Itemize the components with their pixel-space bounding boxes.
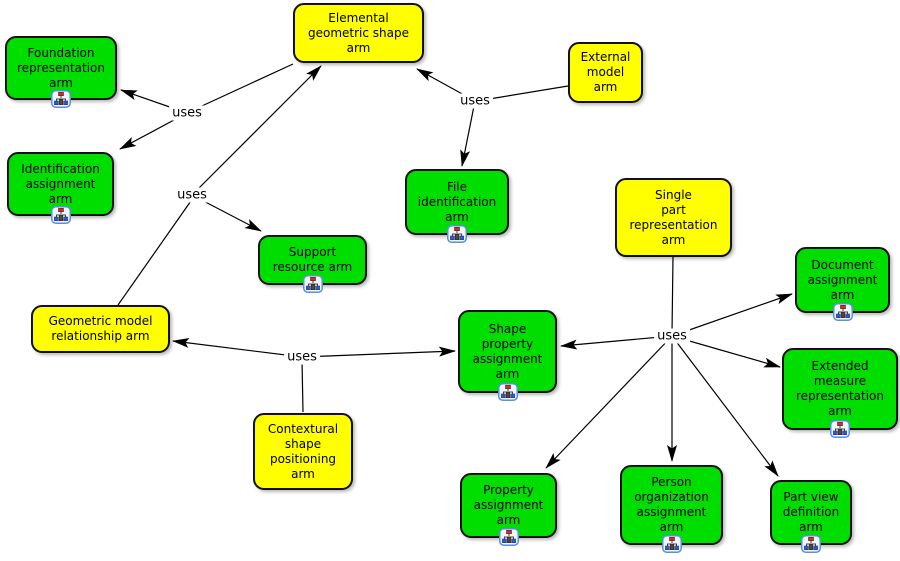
node-single-part-representation-arm[interactable]: Single part representation arm	[615, 178, 732, 257]
node-label: Extended measure representation arm	[795, 359, 884, 418]
node-label: Property assignment arm	[473, 483, 544, 527]
node-person-organization-assignment-arm[interactable]: Person organization assignment arm	[620, 465, 723, 553]
node-label: Shape property assignment arm	[472, 321, 543, 381]
node-label: Foundation representation arm	[16, 45, 105, 90]
node-extended-measure-representation-arm[interactable]: Extended measure representation arm	[782, 348, 898, 438]
org-chart-resource-icon[interactable]	[661, 535, 682, 553]
node-support-resource-arm[interactable]: Support resource arm	[258, 235, 367, 293]
node-shape-property-assignment-arm[interactable]: Shape property assignment arm	[458, 310, 557, 401]
org-chart-resource-icon[interactable]	[50, 206, 71, 224]
node-foundation-representation-arm[interactable]: Foundation representation arm	[5, 36, 117, 108]
node-part-view-definition-arm[interactable]: Part view definition arm	[770, 480, 852, 553]
link-label-uses-contextural[interactable]: uses	[284, 349, 320, 365]
node-label: Geometric model relationship arm	[48, 314, 153, 343]
org-chart-resource-icon[interactable]	[497, 383, 518, 401]
node-label: Support resource arm	[272, 245, 353, 274]
org-chart-resource-icon[interactable]	[51, 90, 71, 108]
node-elemental-geometric-shape-arm[interactable]: Elemental geometric shape arm	[293, 3, 424, 63]
org-chart-resource-icon[interactable]	[832, 303, 853, 321]
org-chart-resource-icon[interactable]	[830, 420, 850, 438]
node-label: File identification arm	[417, 179, 497, 224]
link-label-uses-elemental[interactable]: uses	[169, 105, 205, 121]
org-chart-resource-icon[interactable]	[447, 225, 467, 243]
org-chart-resource-icon[interactable]	[498, 528, 519, 546]
node-label: External model arm	[580, 50, 631, 94]
org-chart-resource-icon[interactable]	[801, 535, 821, 553]
node-geometric-model-relationship-arm[interactable]: Geometric model relationship arm	[31, 305, 170, 353]
node-external-model-arm[interactable]: External model arm	[568, 42, 643, 103]
link-label-uses-single-part[interactable]: uses	[654, 328, 690, 344]
link-label-uses-external-model[interactable]: uses	[457, 93, 493, 109]
node-identification-assignment-arm[interactable]: Identification assignment arm	[7, 152, 114, 224]
link-label-uses-geometric-model[interactable]: uses	[174, 187, 210, 203]
node-label: Part view definition arm	[782, 490, 840, 534]
node-label: Single part representation arm	[629, 187, 718, 247]
node-label: Elemental geometric shape arm	[307, 10, 409, 55]
node-label: Person organization assignment arm	[634, 475, 709, 534]
node-label: Identification assignment arm	[21, 161, 100, 206]
org-chart-resource-icon[interactable]	[302, 275, 323, 293]
node-property-assignment-arm[interactable]: Property assignment arm	[460, 473, 557, 546]
node-document-assignment-arm[interactable]: Document assignment arm	[795, 247, 890, 321]
node-label: Contextural shape positioning arm	[267, 421, 339, 481]
node-label: Document assignment arm	[807, 257, 878, 302]
node-file-identification-arm[interactable]: File identification arm	[405, 169, 509, 243]
node-contextural-shape-positioning-arm[interactable]: Contextural shape positioning arm	[253, 413, 353, 490]
